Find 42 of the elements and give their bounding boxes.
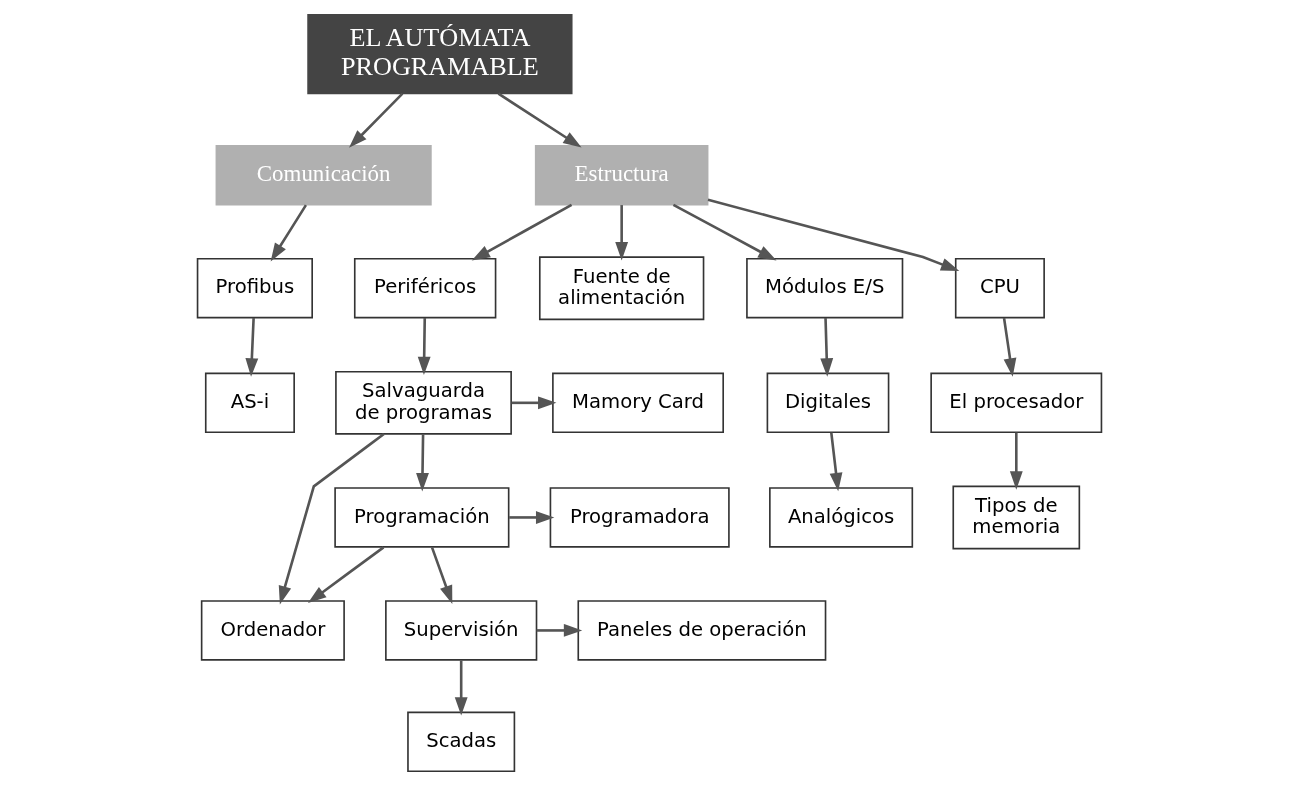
node-box: Scadas (406, 711, 515, 773)
arrow (614, 205, 628, 261)
arrow (707, 198, 959, 271)
arrow (819, 317, 833, 377)
node-box: Digitales (766, 372, 889, 434)
arrow (471, 203, 572, 261)
arrow (417, 317, 431, 376)
arrow (348, 92, 403, 148)
node-box: Salvaguarda de programas (334, 370, 512, 435)
node-box: Programación (333, 487, 509, 548)
node-box: Mamory Card (551, 372, 724, 434)
node-box: Comunicación (215, 144, 432, 206)
node-box: Analógicos (768, 487, 913, 548)
node-box: Estructura (534, 144, 708, 206)
arrow (270, 204, 307, 262)
arrow (508, 511, 554, 524)
node-box: Programadora (549, 487, 730, 548)
node-box: CPU (954, 257, 1045, 319)
arrow (511, 396, 556, 410)
arrow (244, 317, 258, 377)
node-box: Profibus (196, 257, 313, 319)
node-box: Tipos de memoria (951, 485, 1080, 550)
arrow (1009, 432, 1023, 490)
node-box: El procesador (929, 372, 1102, 434)
node-box: Supervisión (384, 600, 537, 661)
node-box: EL AUTÓMATA PROGRAMABLE (306, 13, 573, 95)
arrow (454, 660, 468, 716)
arrow (1002, 317, 1016, 377)
node-box: Módulos E/S (745, 257, 903, 319)
node-box: Periféricos (353, 257, 496, 319)
node-box: Ordenador (200, 600, 345, 661)
arrow (415, 434, 429, 492)
node-box: AS-i (204, 372, 295, 434)
arrow (829, 432, 842, 492)
node-box: Fuente de alimentación (538, 256, 704, 321)
node-box: Paneles de operación (576, 600, 826, 661)
arrow (307, 546, 384, 603)
arrow (672, 203, 777, 261)
arrow (430, 546, 452, 604)
arrow (536, 624, 582, 637)
arrow (278, 432, 385, 605)
arrow (497, 92, 582, 148)
